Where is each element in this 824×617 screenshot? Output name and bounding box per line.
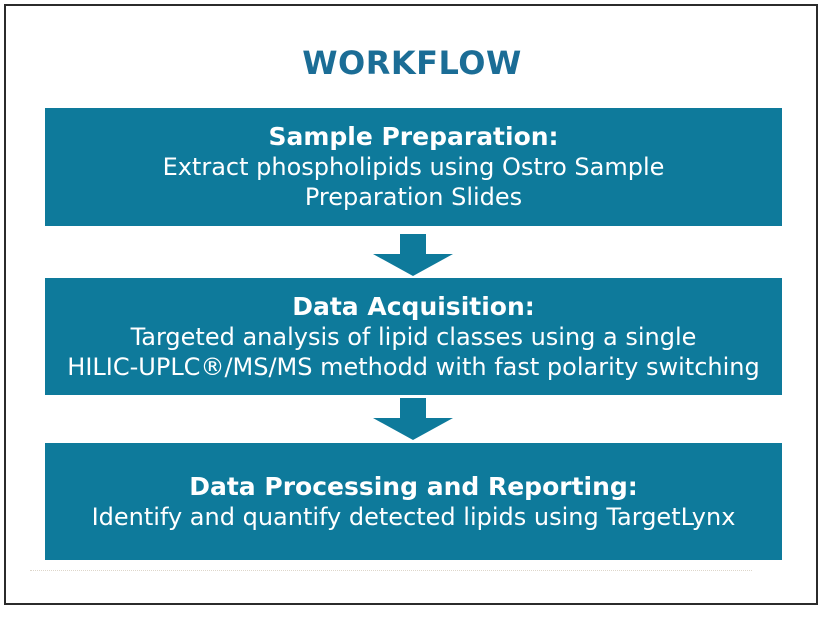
step-body: Targeted analysis of lipid classes using… <box>67 322 760 381</box>
step-body: Identify and quantify detected lipids us… <box>91 502 736 531</box>
step-box-data-processing-reporting: Data Processing and Reporting: Identify … <box>45 443 782 560</box>
step-heading: Data Processing and Reporting: <box>189 471 638 501</box>
step-box-sample-preparation: Sample Preparation: Extract phospholipid… <box>45 108 782 226</box>
step-box-data-acquisition: Data Acquisition: Targeted analysis of l… <box>45 278 782 395</box>
down-arrow-icon <box>373 398 453 440</box>
step-heading: Sample Preparation: <box>268 122 559 151</box>
divider <box>30 570 752 571</box>
down-arrow-icon <box>373 234 453 276</box>
page-title: WORKFLOW <box>302 44 522 82</box>
step-heading: Data Acquisition: <box>292 291 535 321</box>
step-body: Extract phospholipids using Ostro Sample… <box>162 153 665 211</box>
